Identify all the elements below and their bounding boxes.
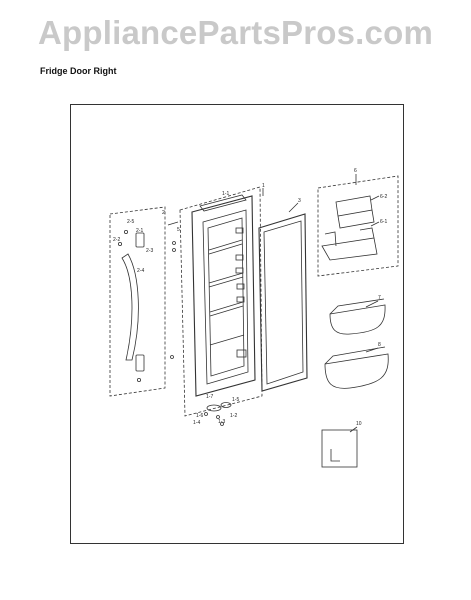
bin-group-outline: [317, 175, 399, 277]
handle-assembly-outline: [109, 206, 166, 397]
label-2-3: 2-3: [146, 248, 153, 254]
leader-line: [370, 195, 380, 201]
label-2: 2: [162, 210, 165, 216]
hinge-screw: [204, 412, 208, 416]
handle-screw: [118, 241, 123, 246]
door-body: [191, 195, 256, 397]
label-2-4: 2-4: [137, 268, 144, 274]
screw-part: [172, 248, 176, 252]
leader-line: [288, 202, 299, 213]
label-1: 1: [262, 183, 265, 189]
bin-cover: [335, 195, 375, 229]
label-6-1: 6-1: [380, 219, 387, 225]
leader-line: [365, 300, 379, 308]
label-2-5: 2-5: [127, 219, 134, 225]
page-title: Fridge Door Right: [40, 66, 117, 76]
label-10: 10: [356, 421, 362, 427]
door-top-cap: [199, 194, 247, 212]
spring-part: [167, 221, 179, 226]
label-7: 7: [378, 295, 381, 301]
screw-part-lower: [170, 355, 174, 359]
door-gasket: [258, 213, 308, 392]
door-inner-liner: [207, 217, 245, 377]
shelf-tabs: [235, 227, 247, 358]
leader-line: [365, 347, 379, 353]
door-handle: [121, 253, 139, 361]
label-1-6: 1-6: [196, 413, 203, 419]
label-1-1: 1-1: [222, 191, 229, 197]
hinge-pin: [216, 415, 220, 419]
leader-line: [349, 426, 358, 433]
parts-bag-mark: [330, 449, 340, 462]
door-assembly-outline: [179, 186, 263, 417]
handle-screw-bottom: [136, 377, 141, 382]
door-shelves: [208, 239, 245, 346]
watermark-logo: AppliancePartsPros.com: [37, 14, 434, 51]
hinge-cap: [220, 402, 232, 408]
label-8: 8: [378, 342, 381, 348]
parts-bag: [321, 429, 358, 468]
door-bin-7: [329, 298, 386, 335]
door-bin-8: [324, 346, 389, 389]
label-5: 5: [177, 227, 180, 233]
label-2-2: 2-2: [113, 237, 120, 243]
label-6-2: 6-2: [380, 194, 387, 200]
handle-bracket-bottom: [135, 354, 145, 372]
diagram-frame: [70, 104, 404, 544]
hinge-part: [206, 404, 222, 412]
bin-part-6-1: [321, 227, 378, 261]
handle-bracket-top: [135, 232, 145, 248]
handle-screw-top: [124, 229, 129, 234]
label-1-3: 1-3: [218, 419, 225, 425]
leader-line: [370, 221, 380, 227]
label-1-7: 1-7: [206, 394, 213, 400]
label-2-1: 2-1: [136, 228, 143, 234]
label-3: 3: [298, 198, 301, 204]
label-6: 6: [354, 168, 357, 174]
hinge-washer: [220, 422, 224, 426]
label-1-5: 1-5: [232, 397, 239, 403]
door-gasket-inner: [263, 220, 304, 385]
screw-part-5: [172, 241, 176, 245]
label-1-4: 1-4: [193, 420, 200, 426]
label-1-2: 1-2: [230, 413, 237, 419]
door-inner-panel: [202, 209, 249, 385]
